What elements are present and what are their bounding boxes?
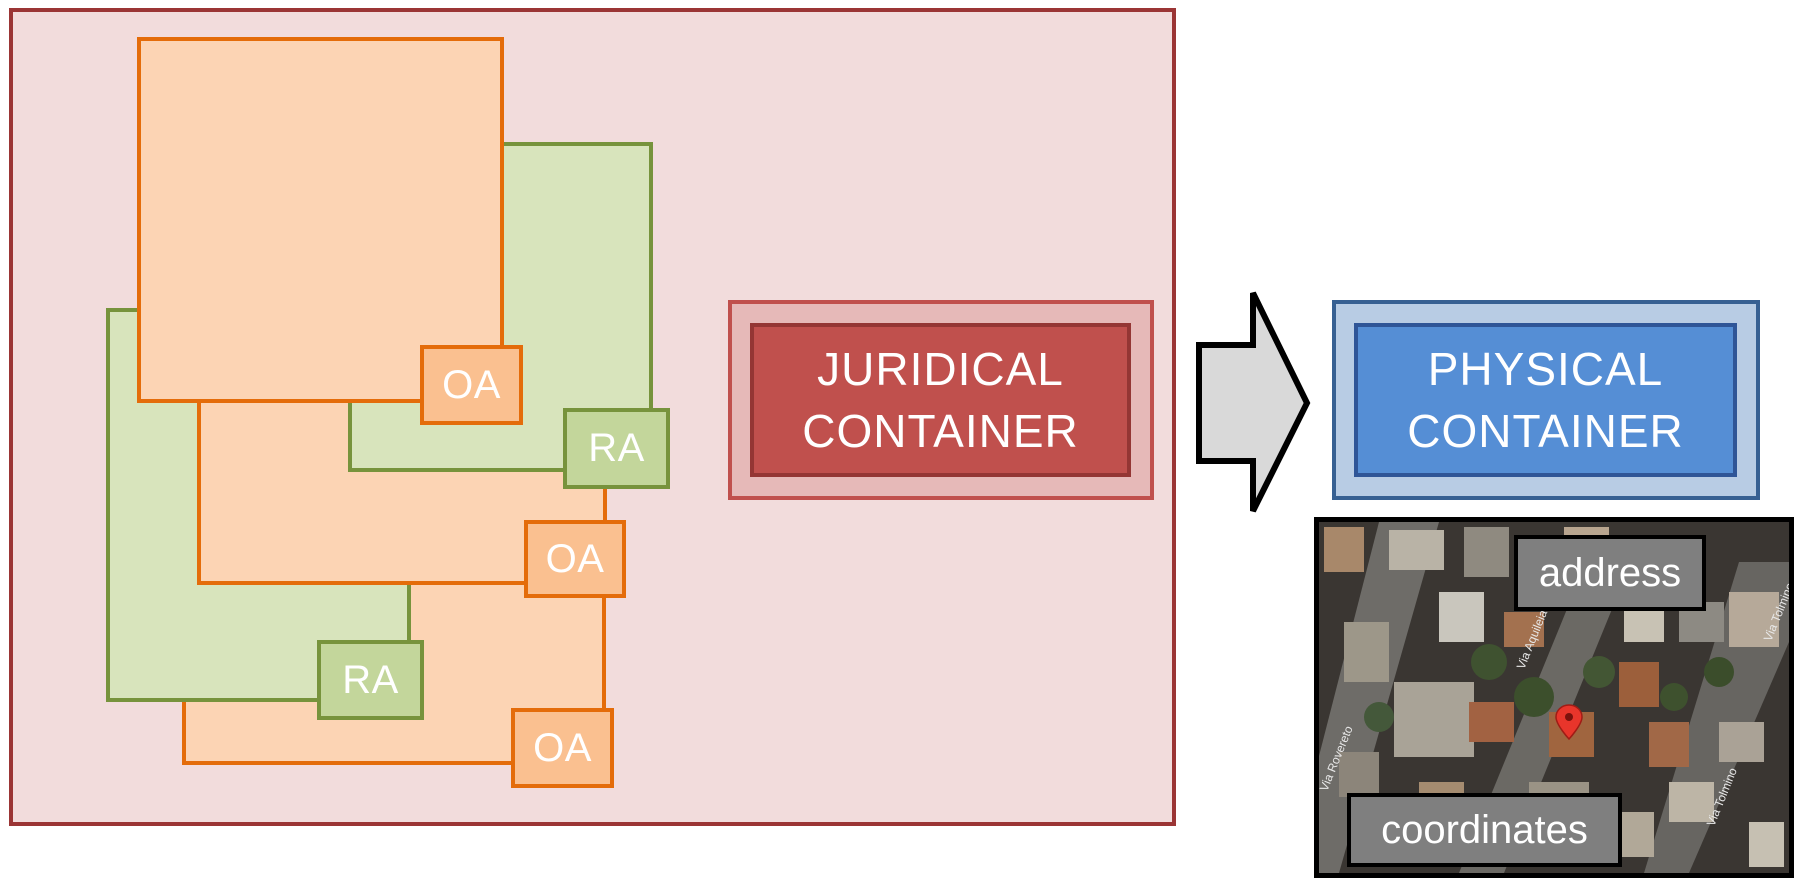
org-tag-bottom: OA xyxy=(511,708,614,788)
role-tag-right: RA xyxy=(563,408,670,489)
physical-container: PHYSICAL CONTAINER xyxy=(1354,323,1737,477)
physical-container-label-line1: PHYSICAL xyxy=(1427,343,1664,395)
address-label: address xyxy=(1514,535,1706,611)
map-pin-icon xyxy=(1555,704,1583,741)
juridical-container-label-line2: CONTAINER xyxy=(802,405,1079,457)
juridical-container-label-line1: JURIDICAL xyxy=(817,343,1064,395)
physical-container-label-line2: CONTAINER xyxy=(1407,405,1684,457)
coordinates-label: coordinates xyxy=(1347,793,1622,867)
org-tag-middle: OA xyxy=(524,520,626,598)
juridical-container: JURIDICAL CONTAINER xyxy=(750,323,1131,477)
org-tag-top: OA xyxy=(420,345,523,425)
role-tag-left: RA xyxy=(317,640,424,720)
org-box-top xyxy=(137,37,504,403)
mapping-arrow-icon xyxy=(1195,283,1315,519)
